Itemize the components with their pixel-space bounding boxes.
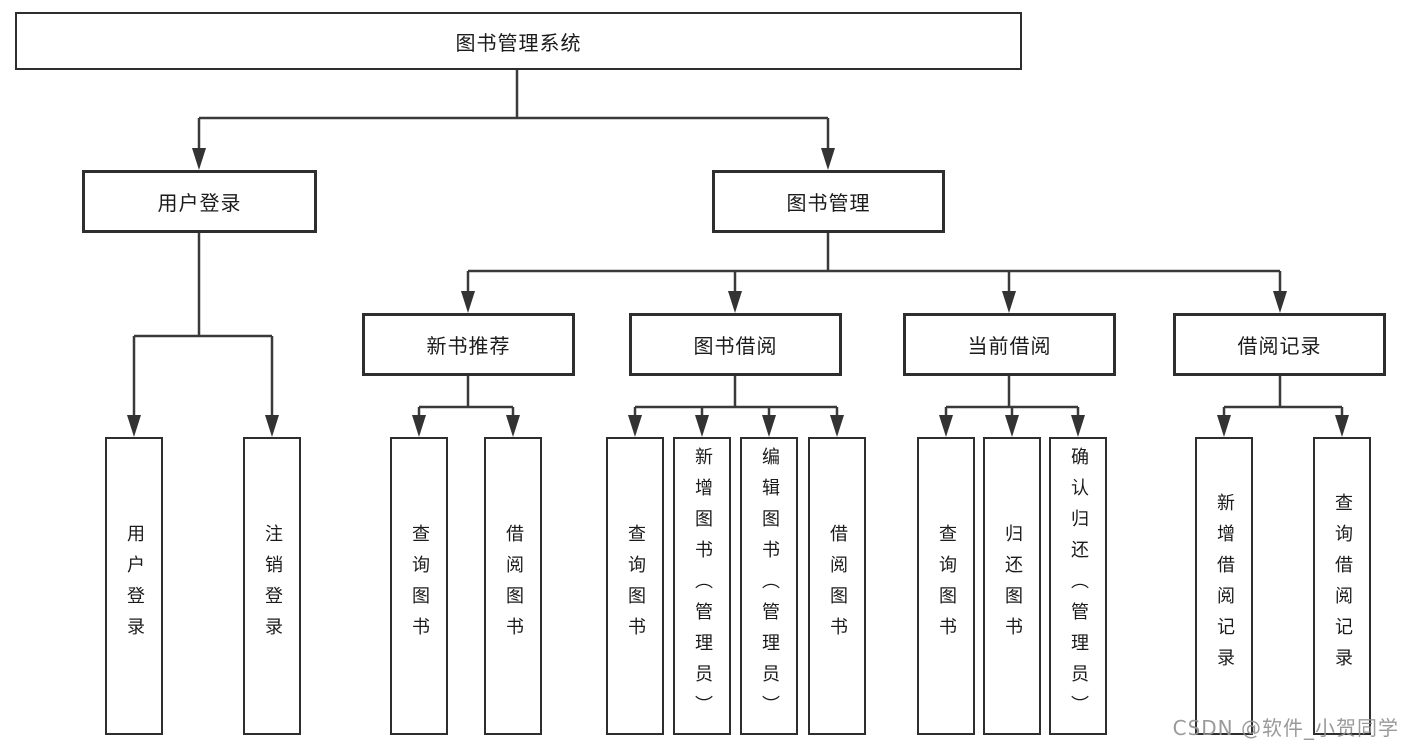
node-library-system: 图书管理系统 xyxy=(15,12,1022,70)
node-new-book-recommend: 新书推荐 xyxy=(362,313,575,376)
leaf-query-books-borrow-label: 查询图书 xyxy=(625,524,646,648)
leaf-query-borrow-record-label: 查询借阅记录 xyxy=(1332,493,1353,679)
leaf-confirm-return-admin-label: 确认归还（管理员） xyxy=(1068,446,1089,726)
node-user-login: 用户登录 xyxy=(82,170,317,233)
leaf-borrow-books-recommend-label: 借阅图书 xyxy=(503,524,524,648)
leaf-query-books-borrow: 查询图书 xyxy=(606,437,664,735)
leaf-query-books-recommend-label: 查询图书 xyxy=(409,524,430,648)
arrowheads xyxy=(127,148,1349,437)
leaf-edit-book-admin: 编辑图书（管理员） xyxy=(740,437,798,735)
leaf-borrow-books-borrow-label: 借阅图书 xyxy=(827,524,848,648)
node-book-management: 图书管理 xyxy=(712,170,945,233)
leaf-add-borrow-record: 新增借阅记录 xyxy=(1195,437,1253,735)
node-borrow-records: 借阅记录 xyxy=(1173,313,1386,376)
leaf-add-borrow-record-label: 新增借阅记录 xyxy=(1214,493,1235,679)
leaf-query-borrow-record: 查询借阅记录 xyxy=(1313,437,1371,735)
leaf-edit-book-admin-label: 编辑图书（管理员） xyxy=(759,446,780,726)
node-current-borrow: 当前借阅 xyxy=(903,313,1116,376)
leaf-add-book-admin-label: 新增图书（管理员） xyxy=(692,446,713,726)
leaf-user-login: 用户登录 xyxy=(105,437,163,735)
leaf-query-books-recommend: 查询图书 xyxy=(390,437,448,735)
leaf-logout: 注销登录 xyxy=(243,437,301,735)
leaf-user-login-label: 用户登录 xyxy=(124,524,145,648)
leaf-return-book-label: 归还图书 xyxy=(1002,524,1023,648)
leaf-borrow-books-borrow: 借阅图书 xyxy=(808,437,866,735)
leaf-logout-label: 注销登录 xyxy=(262,524,283,648)
leaf-query-books-current-label: 查询图书 xyxy=(936,524,957,648)
leaf-borrow-books-recommend: 借阅图书 xyxy=(484,437,542,735)
node-book-borrow: 图书借阅 xyxy=(629,313,842,376)
csdn-watermark: CSDN @软件_小贺同学 xyxy=(1172,716,1399,740)
leaf-confirm-return-admin: 确认归还（管理员） xyxy=(1049,437,1107,735)
leaf-add-book-admin: 新增图书（管理员） xyxy=(673,437,731,735)
leaf-query-books-current: 查询图书 xyxy=(917,437,975,735)
leaf-return-book: 归还图书 xyxy=(983,437,1041,735)
